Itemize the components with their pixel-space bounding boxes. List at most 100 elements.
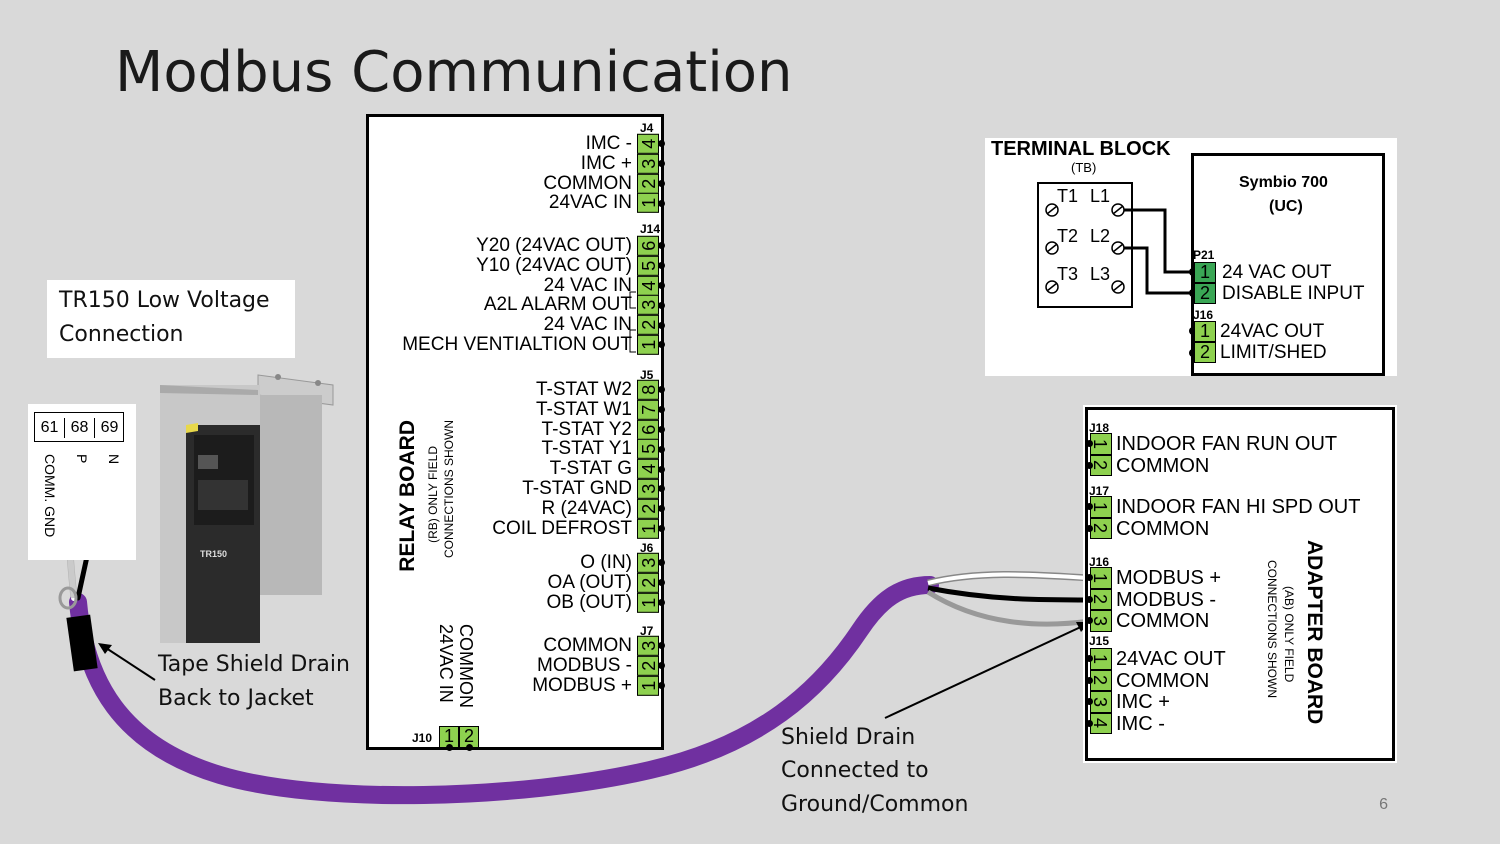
relay-j5-label-3: T-STAT GND	[522, 478, 632, 499]
adapter-j18-pin-2[interactable]: 2	[1090, 454, 1112, 476]
relay-j4-pin-2-dot	[658, 180, 665, 187]
uc-j16-header: J16	[1193, 308, 1214, 322]
tr150-device-label: TR150	[200, 549, 227, 559]
relay-board-subtitle2: CONNECTIONS SHOWN	[442, 420, 456, 558]
relay-j14-pin-5-dot	[658, 262, 665, 270]
modbus-cable	[69, 576, 939, 805]
tr150-label-line1: TR150 Low Voltage	[59, 288, 270, 313]
p-label: P	[74, 454, 90, 464]
relay-j7-pin-1-dot	[658, 682, 665, 689]
relay-j5-pin-3-dot	[658, 485, 665, 493]
relay-j14-pin-5[interactable]: 5	[637, 255, 659, 276]
relay-j7-pin-3[interactable]: 3	[637, 636, 659, 656]
relay-j7-pin-2[interactable]: 2	[637, 655, 659, 676]
adapter-j16-label-1: MODBUS +	[1116, 567, 1222, 589]
tb-l1: L1	[1090, 186, 1110, 206]
adapter-j17-pin-2[interactable]: 2	[1090, 517, 1112, 539]
relay-j5-pin-5[interactable]: 5	[637, 439, 659, 460]
relay-j4-pin-1[interactable]: 1	[637, 193, 659, 214]
relay-j14-pin-6[interactable]: 6	[637, 236, 659, 256]
symbio-sub: (UC)	[1269, 198, 1303, 215]
adapter-j15-pin-3[interactable]: 3	[1090, 691, 1112, 713]
relay-j5-label-1: COIL DEFROST	[492, 517, 632, 539]
p21-pin-1[interactable]: 1	[1194, 262, 1216, 283]
adapter-j18-label-2: COMMON	[1116, 454, 1210, 477]
adapter-board-subtitle1: (AB) ONLY FIELD	[1282, 586, 1296, 683]
uc-j16-pin-2[interactable]: 2	[1194, 342, 1216, 363]
relay-j14-bracket	[629, 291, 636, 353]
adapter-j15-label-4: IMC -	[1116, 712, 1165, 735]
relay-j6-pin-1-dot	[658, 599, 665, 606]
uc-j16-label-1: 24VAC OUT	[1220, 321, 1325, 342]
tb-t1: T1	[1057, 186, 1078, 206]
relay-j6-pin-1[interactable]: 1	[637, 592, 659, 613]
relay-j7-label-1: MODBUS +	[532, 674, 632, 696]
page-number: 6	[1379, 796, 1388, 813]
relay-j5-pin-6[interactable]: 6	[637, 419, 659, 440]
adapter-j16-pin-1-dot	[1086, 574, 1093, 582]
adapter-j17-label-1: INDOOR FAN HI SPD OUT	[1116, 496, 1361, 518]
relay-board-subtitle1: (RB) ONLY FIELD	[426, 446, 440, 543]
relay-j4-label-2: COMMON	[543, 172, 632, 194]
relay-j5-pin-2[interactable]: 2	[637, 498, 659, 519]
adapter-j15-pin-2-dot	[1086, 676, 1093, 684]
relay-j14-header: J14	[640, 222, 661, 236]
symbio-title: Symbio 700	[1239, 174, 1328, 191]
relay-j4-pin-3[interactable]: 3	[637, 153, 659, 174]
relay-j4-header: J4	[640, 121, 654, 135]
adapter-j15-pin-4[interactable]: 4	[1090, 712, 1112, 734]
terminal-block-title: TERMINAL BLOCK	[991, 138, 1171, 160]
relay-j7-pin-1[interactable]: 1	[637, 675, 659, 696]
relay-j14-pin-6-dot	[658, 242, 665, 250]
relay-j5-pin-8-dot	[658, 386, 665, 394]
adapter-j16-pin-1[interactable]: 1	[1090, 567, 1112, 589]
shield-callout-line1: Shield Drain	[781, 725, 916, 750]
relay-j5-pin-6-dot	[658, 426, 665, 433]
relay-j4-pin-4[interactable]: 4	[637, 134, 659, 154]
relay-j14-pin-2-dot	[658, 321, 665, 329]
adapter-j16-pin-2[interactable]: 2	[1090, 588, 1112, 610]
adapter-j18-label-1: INDOOR FAN RUN OUT	[1116, 433, 1338, 455]
adapter-j15-pin-3-dot	[1086, 698, 1093, 706]
relay-j6-pin-3[interactable]: 3	[637, 553, 659, 573]
relay-j14-label-1: MECH VENTIALTION OUT	[402, 334, 632, 355]
tr150-drive-image: TR150	[160, 374, 334, 643]
p21-label-2: DISABLE INPUT	[1222, 283, 1365, 304]
adapter-j18-pin-1[interactable]: 1	[1090, 433, 1112, 455]
j10-label-24vac: 24VAC IN	[436, 624, 456, 703]
adapter-j16-label-3: COMMON	[1116, 610, 1210, 632]
relay-j6-pin-2[interactable]: 2	[637, 572, 659, 593]
relay-j5-pin-8[interactable]: 8	[637, 380, 659, 400]
shield-callout-arrow	[884, 624, 1086, 719]
adapter-j17-pin-1[interactable]: 1	[1090, 496, 1112, 518]
adapter-j16-pin-3[interactable]: 3	[1090, 610, 1112, 632]
symbio-700-box	[1191, 153, 1385, 376]
relay-j5-label-5: T-STAT Y1	[541, 438, 632, 460]
relay-j4-pin-2[interactable]: 2	[637, 173, 659, 194]
relay-j7-pin-3-dot	[658, 642, 665, 650]
terminal-68: 68	[65, 418, 95, 438]
relay-j5-pin-4[interactable]: 4	[637, 459, 659, 479]
relay-j5-pin-2-dot	[658, 505, 665, 513]
tb-l2: L2	[1090, 226, 1110, 246]
uc-j16-pin-1[interactable]: 1	[1194, 321, 1216, 342]
p21-pin-2[interactable]: 2	[1194, 283, 1216, 304]
relay-j5-pin-7[interactable]: 7	[637, 399, 659, 420]
relay-j5-pin-1[interactable]: 1	[637, 518, 659, 539]
relay-j5-label-7: T-STAT W1	[535, 398, 632, 420]
relay-j5-pin-3[interactable]: 3	[637, 479, 659, 499]
relay-j4-pin-3-dot	[658, 160, 665, 168]
adapter-j15-pin-2[interactable]: 2	[1090, 669, 1112, 691]
relay-j5-header: J5	[640, 368, 654, 382]
comm-gnd-label: COMM. GND	[42, 454, 58, 538]
relay-j10-pin-1-dot	[445, 744, 453, 751]
adapter-board	[1085, 407, 1395, 761]
adapter-j15-pin-1[interactable]: 1	[1090, 648, 1112, 670]
tb-t3: T3	[1057, 264, 1078, 284]
tr150-label-box: TR150 Low Voltage Connection	[47, 280, 295, 358]
adapter-j17-header: J17	[1089, 484, 1110, 498]
adapter-j16-pin-3-dot	[1086, 617, 1093, 625]
tr150-label-line2: Connection	[59, 322, 184, 347]
relay-j6-pin-2-dot	[658, 579, 665, 587]
